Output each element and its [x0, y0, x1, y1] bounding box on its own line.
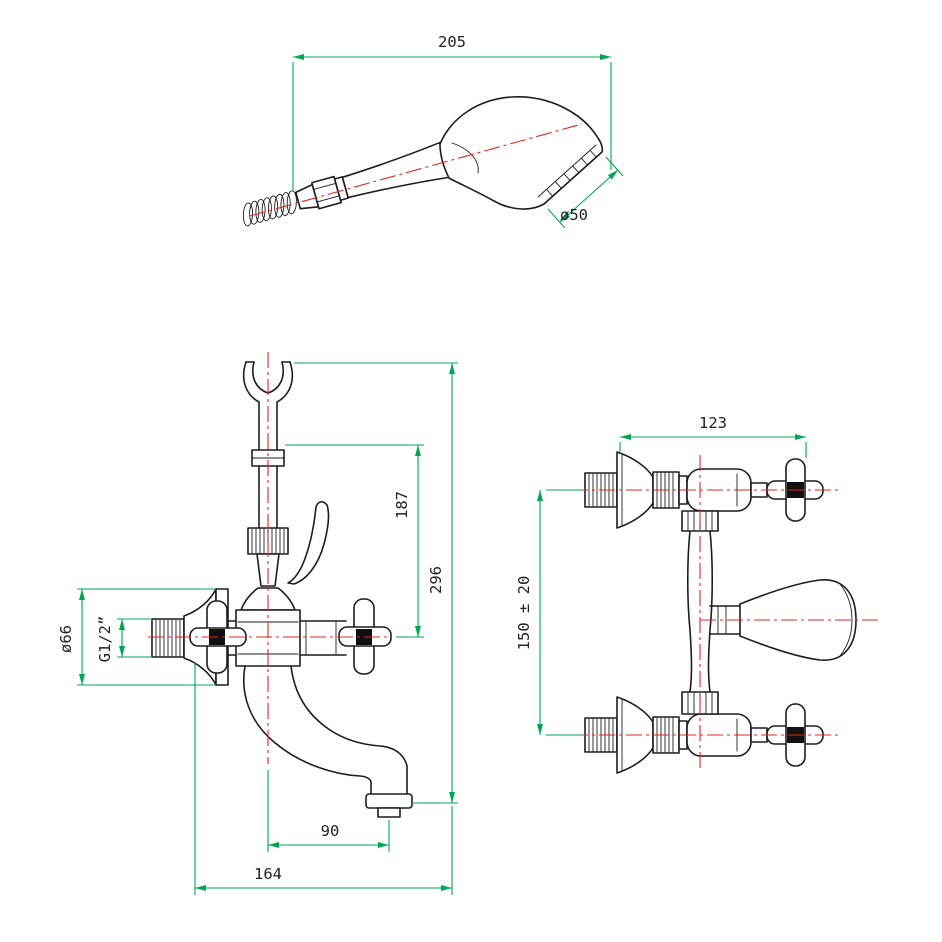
hand-shower-view: 205 ø50: [242, 33, 624, 229]
dim-label-g12: G1/2”: [96, 616, 114, 663]
dim-label-205: 205: [438, 33, 466, 51]
shower-grip: [341, 141, 451, 199]
dim-label-164: 164: [254, 865, 282, 883]
dimension-center-distance: 150 ± 20: [515, 489, 583, 736]
dim-label-o66: ø66: [57, 625, 75, 653]
dimension-riser-height: 187: [285, 444, 424, 638]
dim-label-o50: ø50: [560, 206, 588, 224]
mixer-front-view: ø66 G1/2” 187 296 90: [57, 352, 458, 895]
dimension-shower-length: 205: [292, 33, 612, 190]
shower-holder-fork: [242, 361, 294, 529]
dim-label-90: 90: [321, 822, 340, 840]
spout-aerator-ring: [365, 793, 413, 809]
dimension-thread: G1/2”: [96, 616, 152, 663]
dimension-flange-diameter: ø66: [57, 588, 216, 686]
dimension-body-depth: 123: [619, 414, 807, 458]
dim-label-150-20: 150 ± 20: [515, 576, 533, 651]
hand-shower-handle: [242, 141, 451, 227]
mixer-top-view: 123 150 ± 20: [515, 414, 880, 774]
diverter-lever: [287, 501, 330, 585]
right-cross-handle: [338, 598, 392, 675]
dim-label-296: 296: [427, 566, 445, 594]
dim-label-123: 123: [699, 414, 727, 432]
dimension-overall-height: 296: [294, 362, 458, 804]
mixer-body: [227, 587, 347, 667]
shower-centerline: [249, 123, 583, 217]
dim-label-187: 187: [393, 491, 411, 519]
spout-tip: [377, 807, 401, 818]
spout: [242, 665, 413, 818]
dimension-head-diameter: ø50: [547, 156, 624, 229]
shower-head: [439, 96, 604, 210]
dimension-spout-reach: 164: [194, 662, 453, 895]
dimension-spout-offset: 90: [267, 770, 390, 852]
shower-hose-coils: [242, 190, 297, 227]
left-cross-handle: [189, 600, 247, 674]
